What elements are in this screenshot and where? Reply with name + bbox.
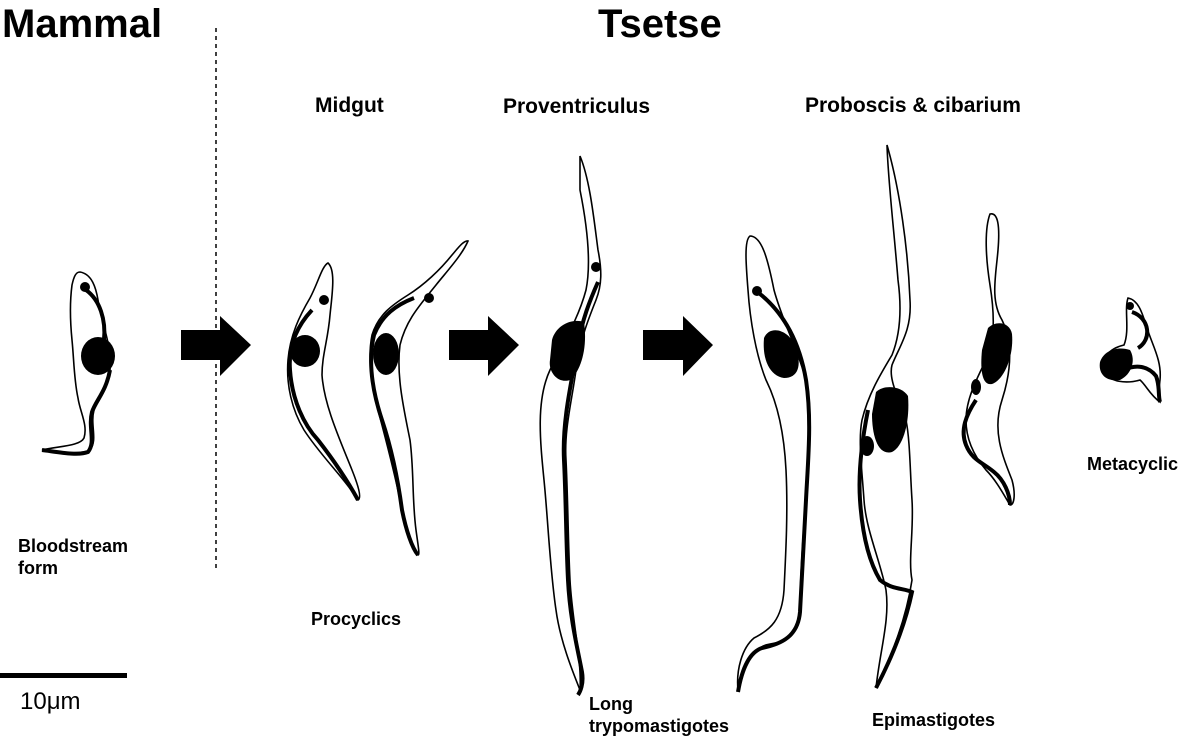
nucleus	[373, 333, 399, 375]
procyclic-cell-2	[369, 240, 470, 557]
scale-bar	[0, 673, 127, 678]
region-proboscis-cibarium: Proboscis & cibarium	[805, 94, 1021, 117]
transition-arrow-1	[181, 316, 251, 376]
kinetoplast	[80, 282, 90, 292]
nucleus	[1099, 348, 1133, 381]
procyclic-cell-1	[286, 262, 361, 502]
nucleus	[872, 387, 909, 453]
nucleus	[81, 337, 115, 375]
scale-bar-label: 10μm	[20, 688, 81, 715]
heading-mammal: Mammal	[2, 2, 163, 46]
label-epimastigotes: Epimastigotes	[872, 710, 996, 730]
kinetoplast	[1126, 302, 1134, 310]
nucleus	[981, 323, 1013, 385]
region-proventriculus: Proventriculus	[503, 95, 651, 118]
long-trypomastigote-cell-2	[736, 235, 812, 693]
kinetoplast	[424, 293, 434, 303]
kinetoplast	[860, 436, 874, 456]
label-metacyclic: Metacyclic	[1087, 454, 1179, 474]
kinetoplast	[319, 295, 329, 305]
epimastigote-cell-1	[857, 144, 915, 689]
transition-arrow-2	[449, 316, 519, 376]
transition-arrow-3	[643, 316, 713, 376]
label-procyclics: Procyclics	[311, 609, 402, 629]
nucleus	[549, 320, 586, 381]
long-trypomastigote-cell-1	[539, 155, 602, 697]
kinetoplast	[971, 379, 981, 395]
label-bloodstream-line1: Bloodstream	[18, 536, 129, 556]
epimastigote-cell-2	[961, 213, 1015, 506]
bloodstream-form-cell	[41, 271, 115, 456]
kinetoplast	[591, 262, 601, 272]
heading-tsetse: Tsetse	[598, 2, 722, 46]
label-long-line1: Long	[589, 694, 633, 714]
label-bloodstream-line2: form	[18, 558, 58, 578]
label-long-line2: trypomastigotes	[589, 716, 730, 736]
kinetoplast	[752, 286, 762, 296]
region-midgut: Midgut	[315, 94, 384, 117]
nucleus	[290, 335, 320, 367]
nucleus	[763, 330, 799, 378]
metacyclic-cell	[1099, 297, 1162, 404]
